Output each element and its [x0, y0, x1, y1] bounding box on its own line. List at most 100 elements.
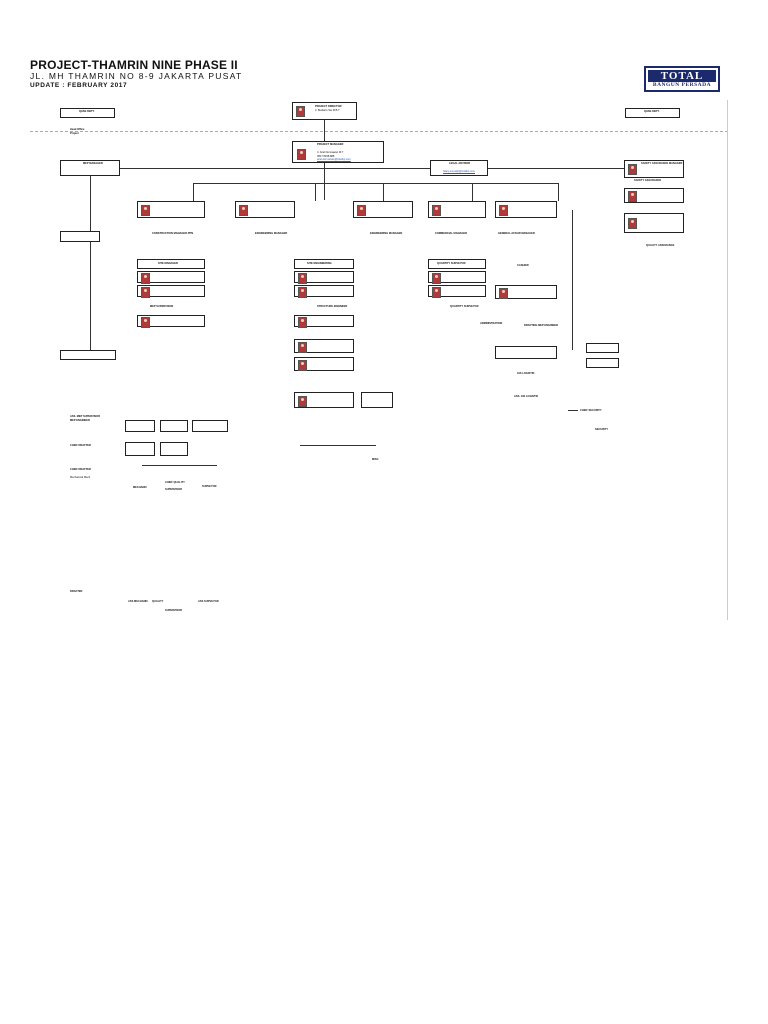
construction-sub-1	[125, 420, 155, 432]
safety-photo-3	[628, 218, 637, 229]
eng-row-photo-2	[298, 287, 307, 298]
manager-photo-2	[239, 205, 248, 216]
qhse-label-right: QHSE DEPT.	[644, 110, 659, 113]
administration-label: ADMINISTRATION	[480, 322, 502, 325]
site-manager-title: SITE MANAGER	[158, 262, 178, 265]
eng-row-2	[294, 285, 354, 297]
site-row-2	[137, 285, 205, 297]
supervisor-label: SUPERVISOR	[165, 488, 182, 491]
project-director-name: Ir. Budiarto Sie M.B.T	[315, 109, 340, 112]
eng-row-3	[294, 315, 354, 327]
security-connector	[568, 410, 578, 411]
misc-box-2	[586, 358, 619, 368]
mep-engineer-label: MEP ENGINEER	[70, 419, 90, 422]
branch-2	[315, 183, 316, 201]
structure-engineer-label: STRUCTURE ENGINEER	[317, 305, 347, 308]
chief-drafter-label: CHIEF DRAFTER	[70, 444, 91, 447]
project-manager-title: PROJECT MANAGER	[317, 143, 343, 146]
qs-row-photo-2	[432, 287, 441, 298]
engineering-manager-title: ENGINEERING MANAGER	[255, 232, 287, 235]
logo-wordmark: TOTAL	[648, 70, 716, 82]
surveyor-label: SURVEYOR	[202, 485, 217, 488]
second-level-bar	[193, 183, 558, 184]
construction-bottom-bar	[142, 465, 217, 466]
chief-security-label: CHIEF SECURITY	[580, 409, 602, 412]
safety-box-2	[624, 188, 684, 203]
site-row-1	[137, 271, 205, 283]
eng-row-5	[294, 357, 354, 371]
safety-assurance-label: SAFETY ASSURANCE	[634, 179, 661, 182]
branch-1	[193, 183, 194, 201]
qs-row-photo-1	[432, 273, 441, 284]
quantity-surveyor-title: QUANTITY SURVEYOR	[437, 262, 465, 265]
asst-mechanic-label: ASS MECHANIC	[128, 600, 148, 603]
gis-logistik-label: GIS LOGISTIK	[517, 372, 534, 375]
construction-sub-5	[160, 442, 188, 456]
asst-gis-logistik-label: ASS. GIS LOGISTIK	[514, 395, 538, 398]
drafter-label: DRAFTER	[70, 590, 82, 593]
pm-email[interactable]: ariel.dermawan@totalbp.com	[317, 158, 351, 161]
site-row-photo-3	[141, 317, 150, 328]
site-engineering-box: SITE ENGINEERING	[294, 259, 354, 269]
director-photo	[296, 106, 305, 117]
engineering-manager-b-title: ENGINEERING MANAGER	[370, 232, 402, 235]
pm-photo	[297, 149, 306, 160]
eng-row-1	[294, 271, 354, 283]
project-label: Project	[70, 132, 79, 135]
eng-row-4	[294, 339, 354, 353]
mep-supervisor-box	[60, 350, 116, 360]
quantity-surveyor-box: QUANTITY SURVEYOR	[428, 259, 486, 269]
site-row-photo-2	[141, 287, 150, 298]
qhse-label-left: QHSE DEPT.	[79, 110, 94, 113]
center-box	[361, 392, 393, 408]
project-director-title: PROJECT DIRECTOR	[315, 105, 341, 108]
manager-photo-4	[432, 205, 441, 216]
construction-sub-3	[192, 420, 228, 432]
company-logo: TOTAL BANGUN PERSADA	[644, 66, 720, 92]
quality-assurance-label: QUALITY ASSURANCE	[646, 244, 674, 247]
head-office-label: Head Office	[70, 128, 84, 131]
construction-sub-2	[160, 420, 188, 432]
misc-box-1	[586, 343, 619, 353]
eng-row-photo-3	[298, 317, 307, 328]
construction-sub-4	[125, 442, 155, 456]
security-label: SECURITY	[595, 428, 608, 431]
quantity-surveyor-b-label: QUANTITY SURVEYOR	[450, 305, 478, 308]
safety-photo	[628, 164, 637, 175]
legal-email[interactable]: hilary.eunudjo@totalbp.com	[443, 170, 475, 173]
manager-photo-5	[499, 205, 508, 216]
drafting-mep-label: DRAFTING MEP ENGINEER	[524, 324, 558, 327]
safety-manager-box: SAFETY ASSURANCE MANAGER	[624, 160, 684, 178]
site-engineering-title: SITE ENGINEERING	[307, 262, 332, 265]
safety-box-3	[624, 213, 684, 233]
quality-label: QUALITY	[152, 600, 163, 603]
commercial-manager-title: COMMERCIAL MANAGER	[435, 232, 467, 235]
site-row-photo-1	[141, 273, 150, 284]
construction-manager-title: CONSTRUCTION MANAGER PPN	[152, 232, 193, 235]
cashier-title: CASHIER	[517, 264, 529, 267]
ga-row-photo-1	[499, 288, 508, 299]
manager-photo-3	[357, 205, 366, 216]
update-date: UPDATE : FEBRUARY 2017	[30, 82, 127, 89]
ga-row-1	[495, 285, 557, 299]
eng-row-photo-5	[298, 360, 307, 371]
page-title: PROJECT-THAMRIN NINE PHASE II	[30, 58, 238, 72]
manager-box-1	[137, 201, 205, 218]
qhse-dept-right: QHSE DEPT.	[625, 108, 680, 118]
manager-box-4	[428, 201, 486, 218]
driver-box	[495, 346, 557, 359]
manager-photo-1	[141, 205, 150, 216]
asst-surveyor-label: ASS SURVEYOR	[198, 600, 219, 603]
chief-quality-label: CHIEF QUALITY	[165, 481, 185, 484]
eng-row-photo-4	[298, 342, 307, 353]
safety-photo-2	[628, 191, 637, 202]
misc-label: MISC	[372, 458, 378, 461]
supervisor-b-label: SUPERVISOR	[165, 609, 182, 612]
ga-chain-line	[572, 210, 573, 350]
org-chart: QHSE DEPT. QHSE DEPT. Head Office Projec…	[30, 100, 728, 620]
mep-chain-line	[90, 176, 91, 356]
safety-manager-title: SAFETY ASSURANCE MANAGER	[641, 162, 682, 165]
legal-advisor-box: LEGAL ADVISOR hilary.eunudjo@totalbp.com	[430, 160, 488, 176]
mep-manager-box: MEP MANAGER	[60, 160, 120, 176]
project-address: JL. MH THAMRIN NO 8-9 JAKARTA PUSAT	[30, 71, 243, 81]
